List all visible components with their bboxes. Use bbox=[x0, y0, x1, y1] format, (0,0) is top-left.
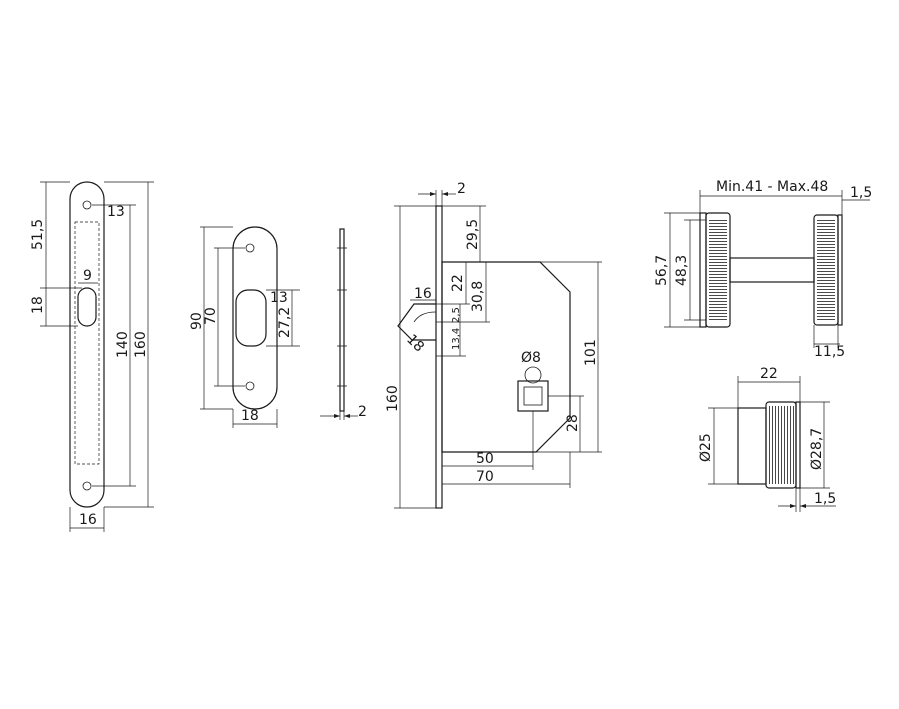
knob-detail-dim-phi25: Ø25 bbox=[698, 433, 714, 462]
strike-dim-18: 18 bbox=[241, 408, 259, 424]
strike-dim-90: 90 bbox=[189, 312, 205, 330]
lock-dim-13-4: 13,4 bbox=[451, 328, 462, 350]
lock-dim-70: 70 bbox=[476, 469, 494, 485]
faceplate-latch-slot bbox=[77, 287, 97, 327]
strike-dim-70: 70 bbox=[203, 307, 219, 325]
knob-right-knurl bbox=[817, 220, 835, 320]
lock-dim-28: 28 bbox=[565, 414, 581, 432]
knob-detail-base bbox=[737, 407, 767, 485]
knob-dim-48-3: 48,3 bbox=[674, 255, 690, 286]
faceplate-view: 13 51,5 9 18 140 160 16 bbox=[30, 181, 154, 532]
knob-dim-1-5: 1,5 bbox=[850, 185, 872, 201]
knob-side-view: Min.41 - Max.48 1,5 56,7 48,3 11,5 bbox=[654, 179, 872, 360]
lock-spindle-hub bbox=[517, 380, 549, 412]
faceplate-dim-51-5: 51,5 bbox=[30, 219, 46, 250]
lock-dim-101: 101 bbox=[583, 339, 599, 366]
faceplate-outline bbox=[69, 181, 105, 508]
knob-detail-dim-1-5: 1,5 bbox=[814, 491, 836, 507]
lock-dim-22: 22 bbox=[450, 274, 466, 292]
strike-latch-opening bbox=[235, 289, 267, 347]
lock-body-view: 2 29,5 22 30,8 16 2,5 13,4 18 Ø8 101 160… bbox=[385, 181, 602, 509]
lock-latch-bolt bbox=[397, 303, 436, 341]
strike-screw-hole-top bbox=[245, 243, 255, 253]
faceplate-dim-18: 18 bbox=[30, 296, 46, 314]
strike-plate-outline bbox=[232, 226, 278, 410]
faceplate-dim-160: 160 bbox=[133, 331, 149, 358]
strike-dim-27-2: 27,2 bbox=[277, 307, 293, 338]
faceplate-screw-hole-bottom bbox=[82, 481, 92, 491]
lock-spindle-circle bbox=[524, 366, 542, 384]
faceplate-dim-9: 9 bbox=[83, 268, 92, 284]
lock-spindle-square bbox=[523, 386, 543, 406]
strike-plate-view: 90 70 13 27,2 18 bbox=[189, 226, 300, 428]
faceplate-dim-16: 16 bbox=[79, 512, 97, 528]
lock-dim-phi8: Ø8 bbox=[521, 350, 541, 366]
knob-dim-56-7: 56,7 bbox=[654, 255, 670, 286]
knob-rosette-right bbox=[837, 214, 843, 326]
knob-detail-dim-phi28-7: Ø28,7 bbox=[809, 428, 825, 470]
lock-dim-16: 16 bbox=[414, 286, 432, 302]
lock-dim-2-5: 2,5 bbox=[451, 307, 462, 323]
strike-dim-13: 13 bbox=[270, 290, 288, 306]
lock-dim-160: 160 bbox=[385, 385, 401, 412]
lock-dim-30-8: 30,8 bbox=[470, 281, 486, 312]
faceplate-dim-140: 140 bbox=[115, 331, 131, 358]
knob-rosette-left bbox=[699, 212, 707, 328]
knob-spindle bbox=[729, 257, 815, 283]
faceplate-screw-hole-top bbox=[82, 200, 92, 210]
knob-dim-range: Min.41 - Max.48 bbox=[716, 179, 828, 195]
lock-dim-50: 50 bbox=[476, 451, 494, 467]
lock-faceplate-edge bbox=[435, 205, 443, 509]
side-plate-dim-2: 2 bbox=[358, 404, 367, 420]
faceplate-inner-dashed bbox=[74, 221, 100, 465]
faceplate-dim-13: 13 bbox=[107, 204, 125, 220]
lock-dim-2: 2 bbox=[457, 181, 466, 197]
lock-dim-29-5: 29,5 bbox=[465, 219, 481, 250]
knob-detail-dim-22: 22 bbox=[760, 366, 778, 382]
knob-dim-11-5: 11,5 bbox=[814, 344, 845, 360]
knob-detail-view: 22 Ø25 Ø28,7 1,5 bbox=[698, 366, 836, 512]
knob-detail-rosette bbox=[795, 401, 801, 489]
strike-screw-hole-bottom bbox=[245, 381, 255, 391]
knob-left-knurl bbox=[709, 218, 727, 322]
knob-detail-knurl bbox=[768, 406, 794, 484]
side-plate-view: 2 bbox=[320, 228, 367, 420]
side-plate-outline bbox=[339, 228, 345, 412]
